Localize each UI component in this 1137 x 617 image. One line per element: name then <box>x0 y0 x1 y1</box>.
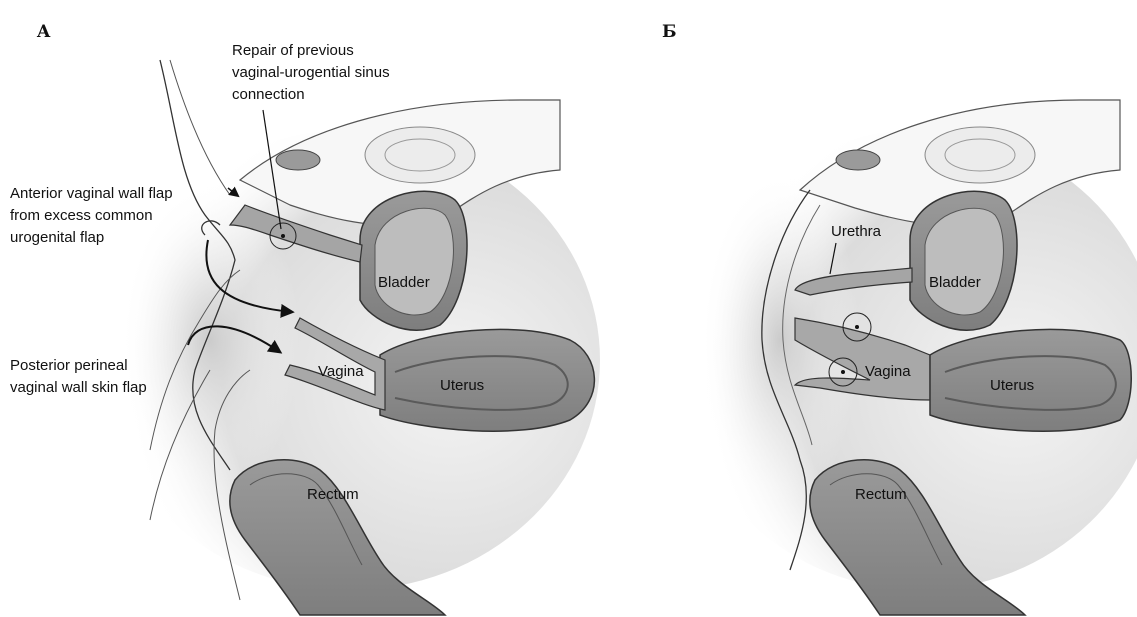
panel-a-repair-label: Repair of previous vaginal-urogential si… <box>232 42 394 103</box>
panel-a-uterus-label: Uterus <box>440 377 484 394</box>
panel-a-uterus <box>380 329 594 431</box>
panel-a-anterior-line-3: urogenital flap <box>10 229 104 246</box>
panel-b-letter: Б <box>662 22 677 42</box>
panel-a-bladder-inner <box>375 208 453 315</box>
panel-a-repair-line-2: vaginal-urogential sinus <box>232 64 390 81</box>
panel-a-letter: A <box>36 22 51 42</box>
panel-a-posterior-line-1: Posterior perineal <box>10 357 128 374</box>
panel-b-bladder-label: Bladder <box>929 274 981 291</box>
panel-a-vagina-label: Vagina <box>318 363 364 380</box>
panel-a-pelvic-layer-icon <box>365 127 475 183</box>
panel-a-anterior-line-1: Anterior vaginal wall flap <box>10 185 173 202</box>
panel-b-anterior-repair-point <box>855 325 859 329</box>
panel-a-posterior-line-2: vaginal wall skin flap <box>10 379 147 396</box>
panel-a-pubic-bone-icon <box>276 150 320 170</box>
panel-a-rectum-label: Rectum <box>307 486 359 503</box>
panel-a-repair-line-3: connection <box>232 86 305 103</box>
panel-b-pubic-bone-icon <box>836 150 880 170</box>
panel-b-vagina-label: Vagina <box>865 363 911 380</box>
panel-b: Б Urethra Bladder Vagina Uteru <box>662 22 1137 615</box>
panel-a-bladder-label: Bladder <box>378 274 430 291</box>
panel-a-repair-line-1: Repair of previous <box>232 42 354 59</box>
panel-a: A <box>10 22 600 615</box>
panel-b-bladder-inner <box>925 208 1003 315</box>
panel-a-anterior-line-2: from excess common <box>10 207 153 224</box>
panel-b-posterior-repair-point <box>841 370 845 374</box>
panel-b-uterus-label: Uterus <box>990 377 1034 394</box>
panel-a-repair-point <box>281 234 285 238</box>
panel-b-urethra-label: Urethra <box>831 223 882 240</box>
panel-b-rectum-label: Rectum <box>855 486 907 503</box>
panel-b-pelvic-layer-icon <box>925 127 1035 183</box>
